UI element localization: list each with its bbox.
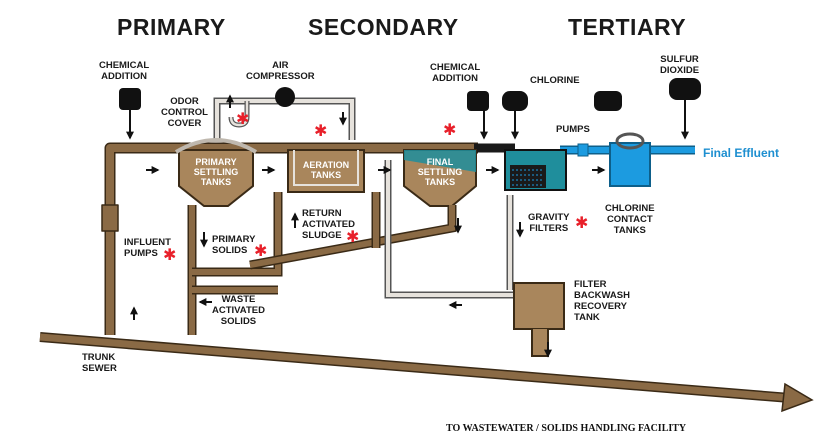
star-marker-icon: ✱ bbox=[443, 122, 457, 139]
label-filter-backwash-recovery-tank: FILTER BACKWASH RECOVERY TANK bbox=[574, 279, 630, 323]
star-marker-icon: ✱ bbox=[575, 215, 589, 232]
label-odor-control-cover: ODOR CONTROL COVER bbox=[161, 96, 208, 129]
label-chemical-addition-left: CHEMICAL ADDITION bbox=[99, 60, 150, 82]
label-primary-settling-tanks: PRIMARY SETTLING TANKS bbox=[193, 157, 239, 187]
star-marker-icon: ✱ bbox=[236, 111, 250, 128]
star-marker-icon: ✱ bbox=[163, 247, 177, 264]
label-gravity-filters: GRAVITY FILTERS bbox=[528, 212, 570, 234]
label-waste-activated-solids: WASTE ACTIVATED SOLIDS bbox=[212, 294, 265, 327]
pump-tank bbox=[594, 91, 622, 111]
label-chlorine: CHLORINE bbox=[530, 75, 580, 86]
bottom-caption: TO WASTEWATER / SOLIDS HANDLING FACILITY bbox=[446, 423, 687, 434]
main-brown-pipe bbox=[101, 142, 478, 335]
star-marker-icon: ✱ bbox=[314, 123, 328, 140]
backwash-pipe bbox=[384, 160, 515, 299]
stage-title-primary: PRIMARY bbox=[117, 14, 226, 40]
label-aeration-tanks: AERATION TANKS bbox=[302, 160, 350, 180]
air-compressor-icon bbox=[275, 87, 295, 107]
primary-settling-tank bbox=[174, 138, 258, 207]
trunk-sewer-pipe bbox=[39, 332, 814, 413]
label-pumps: PUMPS bbox=[556, 124, 590, 135]
label-chlorine-contact-tanks: CHLORINE CONTACT TANKS bbox=[605, 203, 655, 236]
star-marker-icon: ✱ bbox=[254, 243, 268, 260]
label-primary-solids: PRIMARY SOLIDS bbox=[212, 234, 256, 256]
sulfur-dioxide-tank bbox=[669, 78, 701, 140]
label-trunk-sewer: TRUNK SEWER bbox=[82, 352, 117, 374]
star-marker-icon: ✱ bbox=[346, 229, 360, 246]
stage-title-secondary: SECONDARY bbox=[308, 14, 459, 40]
flow-arrows bbox=[130, 94, 606, 358]
backwash-recovery-tank bbox=[513, 282, 565, 357]
label-sulfur-dioxide: SULFUR DIOXIDE bbox=[660, 54, 700, 76]
label-final-effluent: Final Effluent bbox=[703, 146, 779, 160]
label-chemical-addition-right: CHEMICAL ADDITION bbox=[430, 62, 481, 84]
chlorine-contact-tank bbox=[609, 132, 651, 187]
sludge-pipes bbox=[187, 192, 457, 335]
chlorine-tank bbox=[502, 91, 528, 140]
aeration-tank bbox=[287, 149, 365, 193]
label-influent-pumps: INFLUENT PUMPS bbox=[124, 237, 171, 259]
chemical-tank-left bbox=[119, 88, 141, 140]
gravity-filter-tank bbox=[504, 149, 567, 191]
label-return-activated-sludge: RETURN ACTIVATED SLUDGE bbox=[302, 208, 355, 241]
chemical-tank-right bbox=[467, 91, 489, 140]
label-final-settling-tanks: FINAL SETTLING TANKS bbox=[417, 157, 463, 187]
label-air-compressor: AIR COMPRESSOR bbox=[246, 60, 315, 82]
stage-title-tertiary: TERTIARY bbox=[568, 14, 687, 40]
